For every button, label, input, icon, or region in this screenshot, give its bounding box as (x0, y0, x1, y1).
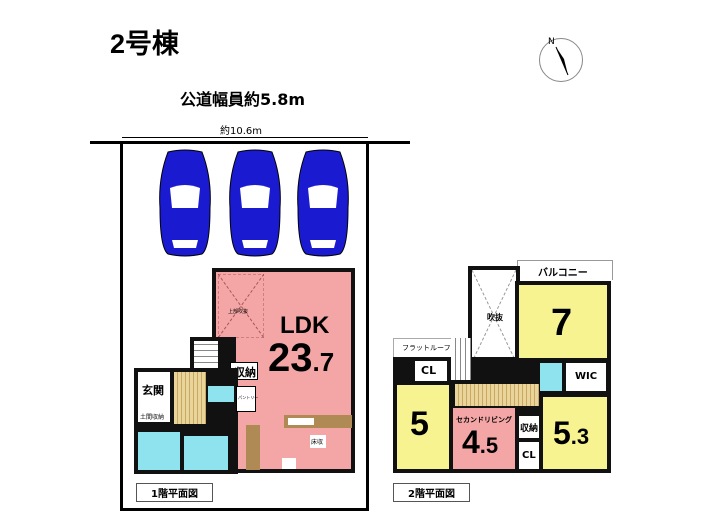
storage-2f-label: 収納 (520, 424, 539, 434)
pantry-label: パントリー (238, 395, 259, 400)
lot-boundary (120, 142, 369, 511)
hallway-2f (455, 384, 539, 406)
compass-north-label: N (548, 37, 555, 47)
road-line (90, 141, 410, 144)
building-title: 2号棟 (110, 29, 180, 59)
car-icon (229, 149, 281, 257)
stairs-2f (451, 338, 471, 380)
storage-label: 収納 (234, 366, 256, 379)
bedroom-5-3-size: 5.3 (553, 415, 590, 451)
cl-bottom-label: CL (522, 450, 536, 461)
floor-storage-label: 床収 (311, 439, 324, 446)
dimension-line (122, 137, 368, 138)
second-living (453, 408, 515, 469)
bathroom (138, 432, 180, 470)
compass: N (539, 37, 583, 82)
kitchen-island (246, 425, 260, 470)
north-arrow-icon (555, 46, 569, 76)
bedroom-7-size: 7 (551, 302, 573, 344)
void-cross (218, 274, 264, 338)
bedroom-5-3 (543, 397, 607, 469)
cl-top-label: CL (421, 364, 437, 377)
road-width-label: 公道幅員約5.8m (180, 90, 306, 109)
ldk-label: LDK (280, 312, 330, 339)
lot-width-label: 約10.6m (220, 126, 263, 137)
floor-1-label: 1階平面図 (136, 483, 213, 502)
void-label: 吹抜 (487, 313, 503, 322)
void (471, 269, 517, 363)
car-icon (297, 149, 349, 257)
washroom (184, 436, 228, 470)
wic-label: WIC (575, 371, 598, 382)
second-living-label: セカンドリビング (456, 416, 512, 424)
bedroom-7 (519, 285, 607, 358)
void-above-label: 上部吹抜 (228, 309, 249, 315)
ldk-size: 23.7 (268, 336, 335, 380)
toilet-2f (540, 363, 562, 391)
bedroom-5-size: 5 (410, 405, 429, 443)
balcony-label: バルコニー (538, 268, 588, 279)
toilet (208, 386, 234, 402)
parking-cars (159, 149, 349, 257)
entrance-label: 玄関 (142, 384, 164, 397)
entrance-storage-label: 土間収納 (140, 414, 165, 421)
hallway (174, 372, 206, 424)
bedroom-5 (397, 385, 449, 469)
floor-2-label: 2階平面図 (393, 483, 470, 502)
flat-roof-label: フラットルーフ (402, 344, 451, 352)
car-icon (159, 149, 211, 257)
second-living-size: 4.5 (462, 424, 499, 460)
entrance (138, 372, 170, 422)
